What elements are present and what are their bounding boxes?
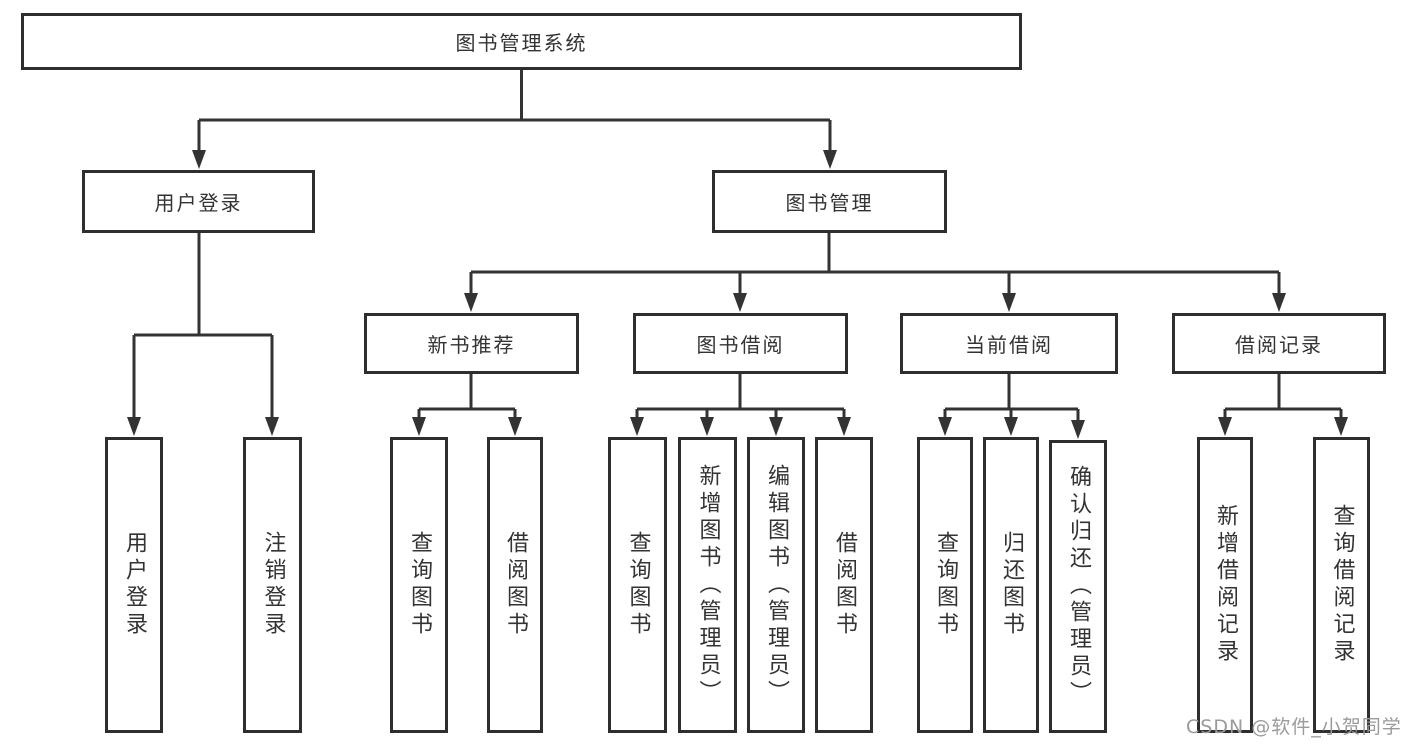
leaf-label: 新增图书（管理员） [695,463,721,707]
node-current-borrow: 当前借阅 [900,313,1118,374]
leaf-label: 新增借阅记录 [1213,504,1238,666]
arrowhead [823,150,837,169]
arrowhead [700,417,714,436]
leaf-query-borrow-record: 查询借阅记录 [1313,437,1370,733]
arrowhead [127,417,141,436]
leaf-add-borrow-record: 新增借阅记录 [1197,437,1253,733]
node-book-management-label: 图书管理 [785,191,874,215]
node-root-label: 图书管理系统 [455,31,588,55]
arrowhead [265,417,279,436]
leaf-label: 编辑图书（管理员） [764,463,789,707]
leaf-user-login: 用户登录 [105,437,163,733]
leaf-label: 查询图书 [407,531,432,639]
leaf-label: 借阅图书 [503,531,528,639]
arrowhead [412,417,426,436]
arrowhead [1002,293,1016,312]
leaf-label: 查询借阅记录 [1329,504,1355,666]
leaf-label: 查询图书 [625,531,651,639]
edge-book-mgmt-to-level3 [469,233,1281,294]
edge-book-borrow-to-leaves [635,374,846,418]
node-borrow-records: 借阅记录 [1172,313,1386,374]
node-current-borrow-label: 当前借阅 [965,333,1053,357]
arrowhead [508,417,522,436]
leaf-label: 确认归还（管理员） [1066,465,1091,708]
leaf-edit-books-admin: 编辑图书（管理员） [747,437,805,733]
leaf-logout: 注销登录 [243,437,302,733]
arrowhead [837,417,851,436]
leaf-confirm-return-admin: 确认归还（管理员） [1049,440,1107,733]
leaf-label: 借阅图书 [832,531,857,639]
leaf-label: 归还图书 [999,531,1024,639]
node-book-borrow-label: 图书借阅 [696,333,785,357]
node-new-book-recommend-label: 新书推荐 [427,333,516,357]
arrowhead [1218,417,1232,436]
node-book-borrow: 图书借阅 [633,313,848,374]
node-new-book-recommend: 新书推荐 [364,313,579,374]
leaf-query-books-borrow: 查询图书 [608,437,667,733]
edge-new-book-to-leaves [417,374,517,418]
leaf-query-books-recommend: 查询图书 [390,437,448,733]
arrowhead [1334,417,1348,436]
arrowhead [630,417,644,436]
leaf-add-books-admin: 新增图书（管理员） [678,437,737,733]
arrowhead [938,417,952,436]
arrowhead [769,417,783,436]
arrowhead [1071,420,1085,439]
arrowhead [192,150,206,169]
node-user-login-label: 用户登录 [154,191,243,215]
arrowhead [733,293,747,312]
edge-current-borrow-to-leaves [943,374,1080,421]
arrowhead [1004,417,1018,436]
leaf-borrow-books: 借阅图书 [815,437,873,733]
node-book-management: 图书管理 [712,170,947,233]
leaf-borrow-books-recommend: 借阅图书 [487,437,543,733]
leaf-return-books: 归还图书 [983,437,1039,733]
leaf-user-login-label: 用户登录 [122,531,147,639]
leaf-query-books-current: 查询图书 [917,437,973,733]
node-user-login: 用户登录 [82,170,315,233]
node-root: 图书管理系统 [21,13,1022,70]
csdn-watermark: CSDN @软件_小贺同学 [1186,716,1402,738]
edge-root-to-level2 [197,70,832,151]
arrowhead [1272,293,1286,312]
edge-borrow-records-to-leaves [1223,374,1343,418]
node-borrow-records-label: 借阅记录 [1235,333,1323,357]
leaf-label: 查询图书 [933,531,958,639]
edge-user-login-to-leaves [132,233,274,418]
arrowhead [464,293,478,312]
leaf-logout-label: 注销登录 [260,531,286,639]
